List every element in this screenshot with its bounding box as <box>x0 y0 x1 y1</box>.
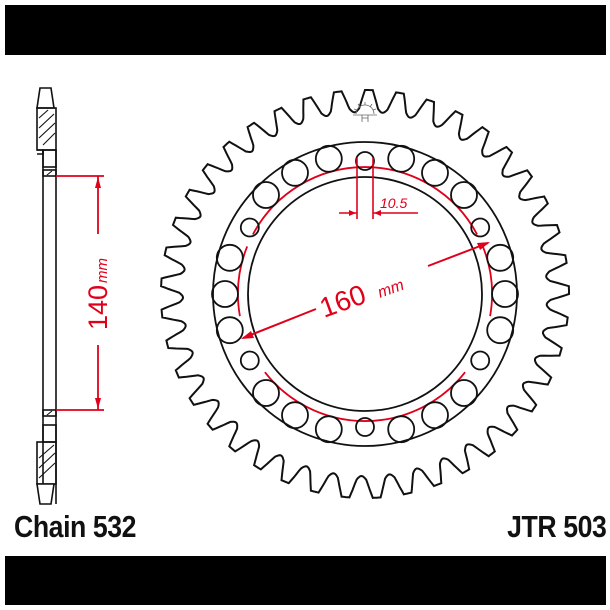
sprocket-front-view <box>160 89 570 499</box>
bolt-hole <box>239 217 260 238</box>
lightening-hole <box>387 415 416 444</box>
center-bore <box>247 176 483 412</box>
pcd-dimension <box>241 242 490 339</box>
lightening-hole <box>314 415 343 444</box>
lightening-hole <box>281 401 309 430</box>
bolt-hole <box>355 417 375 437</box>
lightening-hole <box>421 401 449 430</box>
lightening-hole <box>215 243 244 272</box>
bolt-hole-dimension <box>339 158 418 219</box>
lightening-hole <box>491 280 519 308</box>
lightening-hole <box>252 181 280 209</box>
pcd-value: 160 <box>315 279 370 324</box>
footer-bar <box>5 556 606 605</box>
bolt-hole <box>355 151 375 171</box>
sprocket-teeth <box>160 89 570 499</box>
lightening-hole <box>252 379 280 407</box>
side-profile <box>36 87 57 505</box>
pcd-arc <box>264 371 466 422</box>
center-bore-value: 140 <box>83 285 113 330</box>
bolt-hole-value: 10.5 <box>380 195 407 211</box>
bolt-hole <box>470 350 491 371</box>
sun-logo-icon <box>353 102 377 122</box>
bolt-hole <box>470 217 491 238</box>
center-bore-unit: mm <box>94 258 111 283</box>
bolt-hole <box>239 350 260 371</box>
pcd-arc <box>237 246 249 317</box>
outer-ring <box>212 141 518 447</box>
part-number-label: JTR 503 <box>506 509 607 544</box>
chain-label: Chain 532 <box>14 509 137 544</box>
lightening-hole <box>486 316 515 345</box>
lightening-hole <box>211 280 239 308</box>
lightening-hole <box>450 379 478 407</box>
lightening-hole <box>281 158 309 187</box>
lightening-hole <box>486 243 515 272</box>
lightening-hole <box>450 181 478 209</box>
header-bar <box>5 5 606 55</box>
lightening-hole <box>387 144 416 173</box>
lightening-hole <box>314 144 343 173</box>
lightening-hole <box>215 316 244 345</box>
lightening-hole <box>421 158 449 187</box>
pcd-arc <box>481 246 493 317</box>
center-bore-dimension <box>56 175 104 411</box>
pcd-unit: mm <box>376 277 407 302</box>
